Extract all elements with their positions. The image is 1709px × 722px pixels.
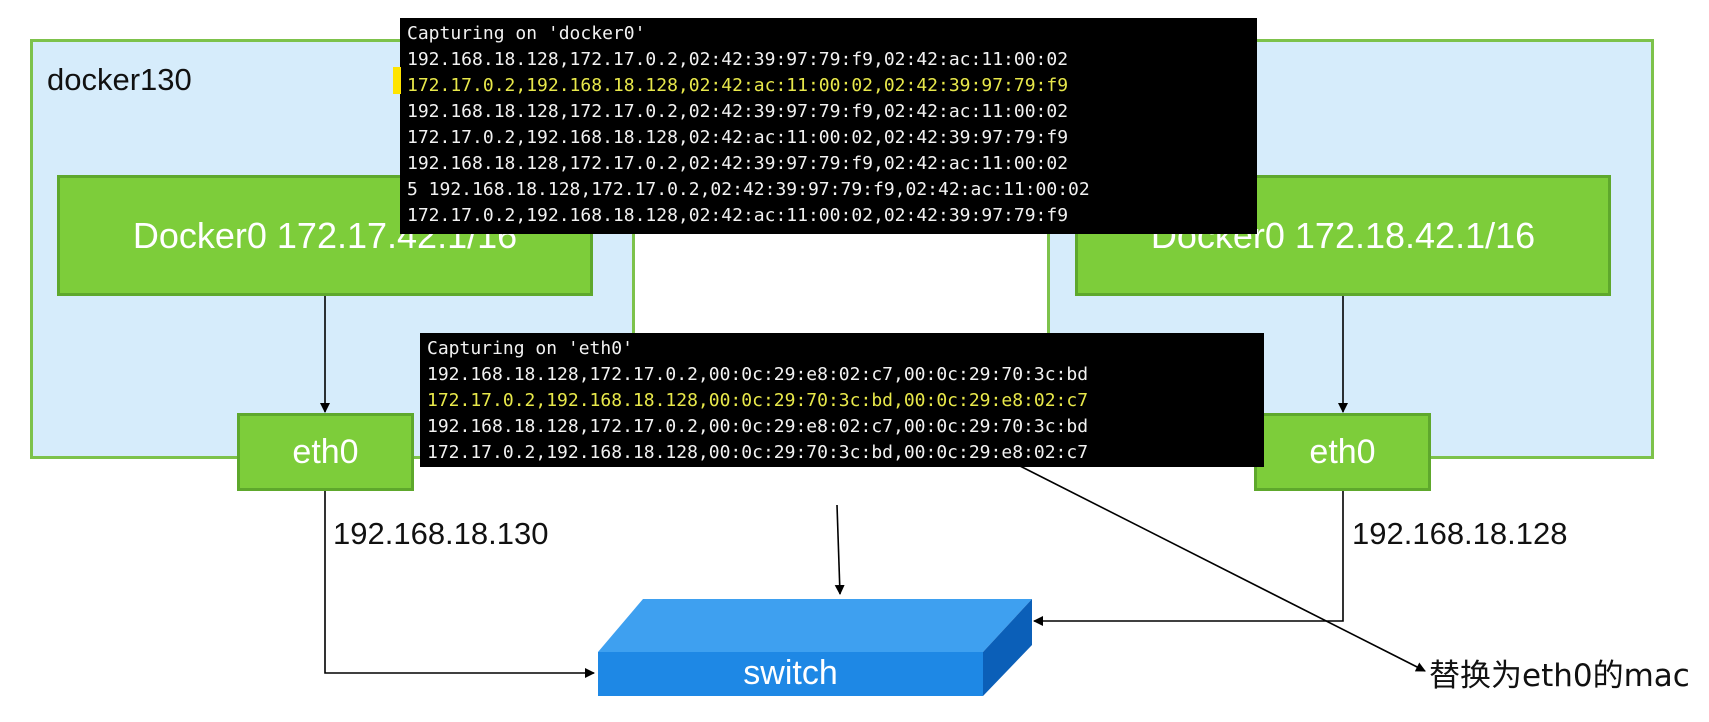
terminal-line: 5 192.168.18.128,172.17.0.2,02:42:39:97:… (407, 179, 1090, 200)
terminal-line: 172.17.0.2,192.168.18.128,02:42:ac:11:00… (407, 127, 1069, 148)
terminal-header: Capturing on 'docker0' (407, 23, 646, 44)
arrow-eth-left-to-switch (324, 491, 595, 678)
terminal-eth0-capture: Capturing on 'eth0' 192.168.18.128,172.17… (420, 333, 1264, 467)
terminal-header: Capturing on 'eth0' (427, 338, 633, 359)
terminal-docker0-capture: Capturing on 'docker0' 192.168.18.128,172… (400, 18, 1257, 234)
terminal-line: 192.168.18.128,172.17.0.2,02:42:39:97:79… (407, 49, 1069, 70)
terminal-line: 172.17.0.2,192.168.18.128,00:0c:29:70:3c… (427, 442, 1089, 463)
terminal-line: 192.168.18.128,172.17.0.2,00:0c:29:e8:02… (427, 364, 1089, 385)
docker0-bridge-right: Docker0 172.18.42.1/16 (1075, 175, 1611, 296)
callout-label: 替换为eth0的mac (1429, 658, 1690, 694)
ip-label-left: 192.168.18.130 (333, 516, 549, 551)
selection-marker (393, 67, 401, 94)
arrow-terminal-to-switch (834, 504, 845, 595)
terminal-line: 172.17.0.2,192.168.18.128,02:42:ac:11:00… (407, 205, 1069, 226)
host-title: docker130 (47, 62, 192, 97)
eth0-node-left: eth0 (237, 413, 414, 491)
terminal-line: 192.168.18.128,172.17.0.2,00:0c:29:e8:02… (427, 416, 1089, 437)
ip-label-right: 192.168.18.128 (1352, 516, 1568, 551)
arrow-callout (1019, 465, 1426, 672)
terminal-line-highlighted: 172.17.0.2,192.168.18.128,00:0c:29:70:3c… (427, 390, 1089, 411)
switch-label: switch (743, 653, 838, 692)
terminal-line: 192.168.18.128,172.17.0.2,02:42:39:97:79… (407, 153, 1069, 174)
switch-device (595, 596, 1035, 696)
arrow-eth-right-to-switch (1033, 491, 1344, 626)
terminal-line: 192.168.18.128,172.17.0.2,02:42:39:97:79… (407, 101, 1069, 122)
terminal-line-highlighted: 172.17.0.2,192.168.18.128,02:42:ac:11:00… (407, 75, 1069, 96)
switch-shape (598, 599, 1032, 696)
